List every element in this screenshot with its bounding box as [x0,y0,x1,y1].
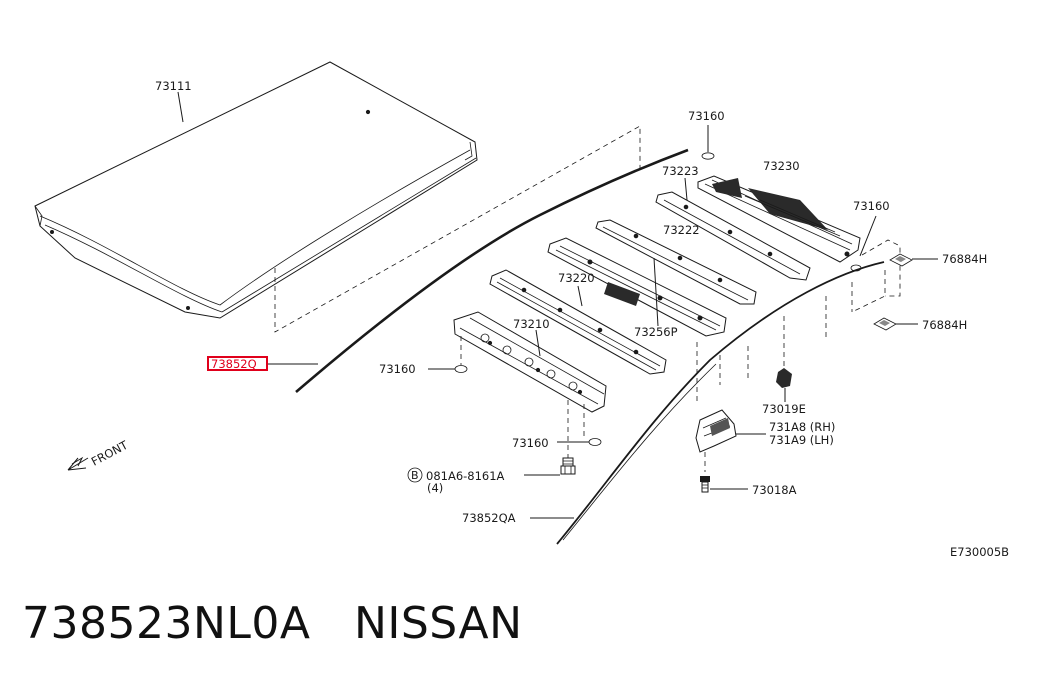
roof-bow-73230 [697,175,861,263]
grommet-73160-right [850,264,862,272]
bolt-73018a [700,452,710,493]
label-731a9: 731A9 (LH) [769,433,834,447]
roof-bow-73223 [655,191,811,281]
label-73160-left: 73160 [379,362,416,376]
label-73018a: 73018A [752,483,797,497]
label-73111: 73111 [155,79,192,93]
label-front: FRONT [89,437,131,468]
highlight-box [207,356,268,371]
part-number-caption: 738523NL0A NISSAN [22,598,523,649]
label-73852qa: 73852QA [462,511,516,525]
roof-bow-73222 [595,219,757,305]
label-bolt-qty: (4) [427,481,443,495]
label-081a6-8161a: 081A6-8161A [426,469,505,483]
roof-panel [34,61,478,319]
label-73223: 73223 [662,164,699,178]
grommet-73160-top [701,152,715,160]
label-76884h-upper: 76884H [942,252,987,266]
bracket-731a8-731a9 [695,409,737,453]
label-73852q: 73852Q [211,357,257,371]
roof-bow-73256p [547,237,727,337]
front-header-73210 [453,311,607,413]
pad-76884h-lower [873,317,897,331]
label-73019e: 73019E [762,402,806,416]
label-reference-code: E730005B [950,545,1009,559]
label-73220: 73220 [558,271,595,285]
roof-bow-73220 [489,269,667,375]
bolt-081a6 [560,457,576,475]
grommet-73160-left [454,365,468,373]
roof-projection-lines [274,125,641,333]
front-arrow-icon [67,456,89,471]
label-73222: 73222 [663,223,700,237]
rail-moulding-73852qa [556,261,885,545]
label-731a8: 731A8 (RH) [769,420,835,434]
label-73160-bottom: 73160 [512,436,549,450]
label-bolt-mark: B [411,469,419,482]
rail-moulding-73852q [295,148,689,393]
grommet-73160-bottom [588,438,602,446]
clip-73019e [776,368,792,388]
pad-76884h-upper [889,253,913,267]
label-73210: 73210 [513,317,550,331]
label-73160-right: 73160 [853,199,890,213]
label-73256p: 73256P [634,325,678,339]
label-76884h-lower: 76884H [922,318,967,332]
label-73230: 73230 [763,159,800,173]
label-73160-top: 73160 [688,109,725,123]
bolt-mark-circle [407,467,423,483]
